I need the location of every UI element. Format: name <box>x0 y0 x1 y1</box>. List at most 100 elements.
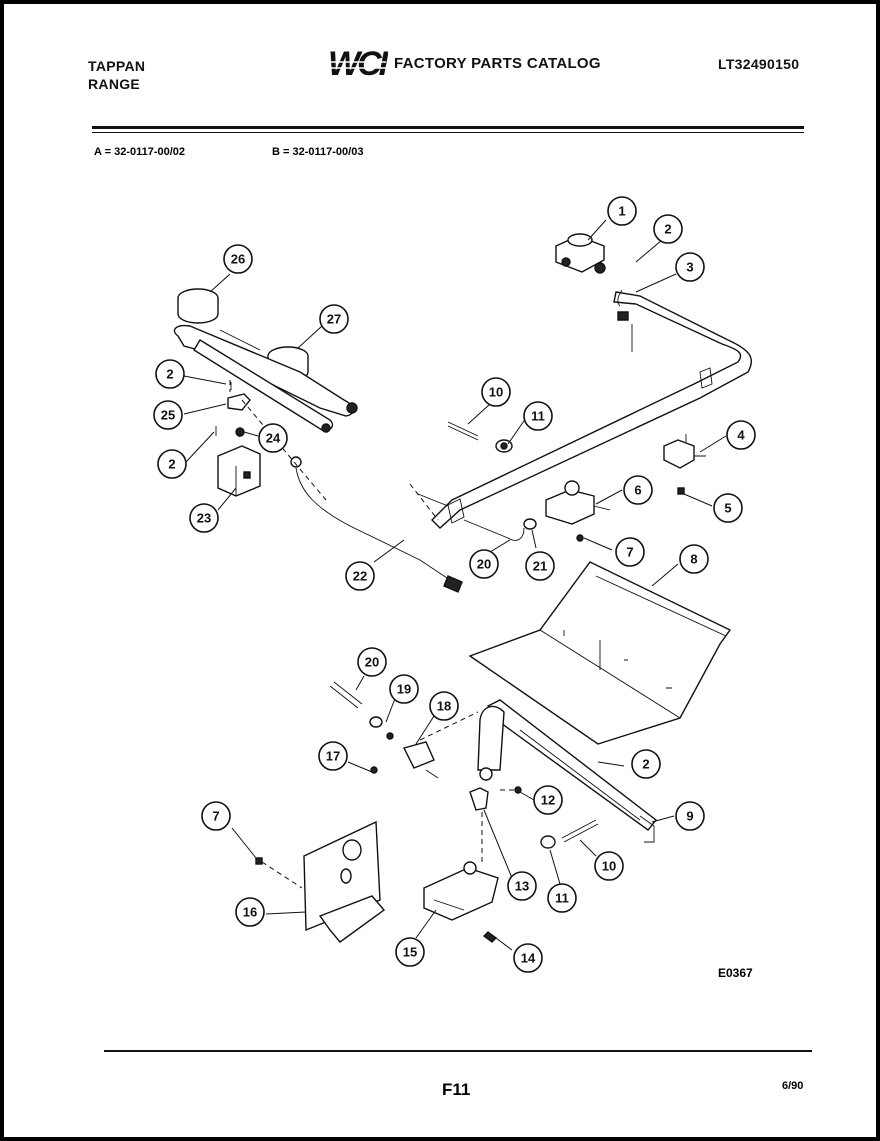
svg-text:10: 10 <box>489 385 503 400</box>
brand-name: TAPPAN <box>88 58 146 74</box>
part-burner-bracket <box>215 382 261 497</box>
svg-text:18: 18 <box>437 699 451 714</box>
svg-text:17: 17 <box>326 749 340 764</box>
part-oven-hardware <box>329 681 439 779</box>
svg-text:3: 3 <box>686 260 693 275</box>
callout-13: 13 <box>507 871 537 901</box>
page-number: F11 <box>442 1080 471 1099</box>
callout-7: 7 <box>615 537 645 567</box>
svg-text:5: 5 <box>724 501 731 516</box>
callout-2: 2 <box>157 449 187 479</box>
callout-8: 8 <box>679 544 709 574</box>
callout-12: 12 <box>533 785 563 815</box>
svg-text:2: 2 <box>664 222 671 237</box>
svg-text:4: 4 <box>737 428 745 443</box>
svg-text:1: 1 <box>618 204 625 219</box>
part-thermocouple <box>290 456 463 593</box>
svg-text:22: 22 <box>353 569 367 584</box>
svg-text:7: 7 <box>212 809 219 824</box>
callout-22: 22 <box>345 561 375 591</box>
callout-10: 10 <box>481 377 511 407</box>
header-rule <box>92 126 804 129</box>
svg-text:2: 2 <box>166 367 173 382</box>
callout-5: 5 <box>713 493 743 523</box>
svg-text:16: 16 <box>243 905 257 920</box>
part-mounting-bracket <box>255 820 386 943</box>
part-orifice-bottom <box>540 819 599 849</box>
svg-text:11: 11 <box>531 409 545 424</box>
callout-2: 2 <box>653 214 683 244</box>
callout-2: 2 <box>155 359 185 389</box>
footer-rule <box>104 1050 812 1052</box>
callout-16: 16 <box>235 897 265 927</box>
callout-1: 1 <box>607 196 637 226</box>
svg-text:27: 27 <box>327 312 341 327</box>
part-screw <box>514 786 522 794</box>
part-oven-burner <box>477 699 657 843</box>
svg-text:26: 26 <box>231 252 245 267</box>
svg-text:14: 14 <box>521 951 536 966</box>
svg-text:24: 24 <box>266 431 281 446</box>
svg-text:21: 21 <box>533 559 547 574</box>
callout-3: 3 <box>675 252 705 282</box>
callout-26: 26 <box>223 244 253 274</box>
exploded-parts-diagram: 1 2 3 26 27 2 25 2 24 23 10 11 4 5 6 7 2… <box>153 196 756 973</box>
svg-text:2: 2 <box>168 457 175 472</box>
product-type: RANGE <box>88 76 141 92</box>
svg-text:12: 12 <box>541 793 555 808</box>
svg-text:23: 23 <box>197 511 211 526</box>
svg-text:20: 20 <box>365 655 379 670</box>
part-tube-fitting <box>463 518 537 541</box>
revision-date: 6/90 <box>782 1080 804 1092</box>
part-clip <box>469 787 489 811</box>
svg-text:8: 8 <box>690 552 697 567</box>
callout-24: 24 <box>258 423 288 453</box>
model-a-label: A = 32-0117-00/02 <box>94 146 186 158</box>
callout-14: 14 <box>513 943 543 973</box>
part-burner-valve <box>545 480 611 542</box>
wci-logo-text: WCI <box>328 45 388 82</box>
callout-27: 27 <box>319 304 349 334</box>
callout-6: 6 <box>623 475 653 505</box>
svg-text:11: 11 <box>555 891 569 906</box>
svg-text:9: 9 <box>686 809 693 824</box>
svg-text:25: 25 <box>161 408 175 423</box>
header-rule-thin <box>92 132 804 133</box>
callout-21: 21 <box>525 551 555 581</box>
part-oven-thermostat <box>423 861 499 943</box>
callout-20: 20 <box>469 549 499 579</box>
part-regulator <box>555 233 606 274</box>
callout-20: 20 <box>357 647 387 677</box>
svg-text:6: 6 <box>634 483 641 498</box>
catalog-number: LT32490150 <box>718 56 800 72</box>
callout-23: 23 <box>189 503 219 533</box>
parts-catalog-page: TAPPAN RANGE WCI FACTORY PARTS CATALOG L… <box>4 4 876 1137</box>
callout-25: 25 <box>153 400 183 430</box>
svg-text:13: 13 <box>515 879 529 894</box>
catalog-title: FACTORY PARTS CATALOG <box>394 55 601 72</box>
callout-4: 4 <box>726 420 756 450</box>
callout-9: 9 <box>675 801 705 831</box>
svg-text:15: 15 <box>403 945 417 960</box>
callout-2: 2 <box>631 749 661 779</box>
diagram-reference: E0367 <box>718 966 753 980</box>
svg-text:10: 10 <box>602 859 616 874</box>
callout-18: 18 <box>429 691 459 721</box>
part-valve-small <box>663 434 706 495</box>
callout-11: 11 <box>547 883 577 913</box>
part-manifold-pipe <box>417 289 753 529</box>
svg-text:19: 19 <box>397 682 411 697</box>
part-burner-box <box>468 561 732 745</box>
svg-text:2: 2 <box>642 757 649 772</box>
callout-19: 19 <box>389 674 419 704</box>
callout-7: 7 <box>201 801 231 831</box>
svg-text:20: 20 <box>477 557 491 572</box>
callout-17: 17 <box>318 741 348 771</box>
part-top-burner-assembly <box>173 288 358 433</box>
part-orifice-top <box>447 421 513 453</box>
wci-logo: WCI <box>328 45 388 82</box>
callout-11: 11 <box>523 401 553 431</box>
model-b-label: B = 32-0117-00/03 <box>272 146 364 158</box>
callout-15: 15 <box>395 937 425 967</box>
callout-10: 10 <box>594 851 624 881</box>
